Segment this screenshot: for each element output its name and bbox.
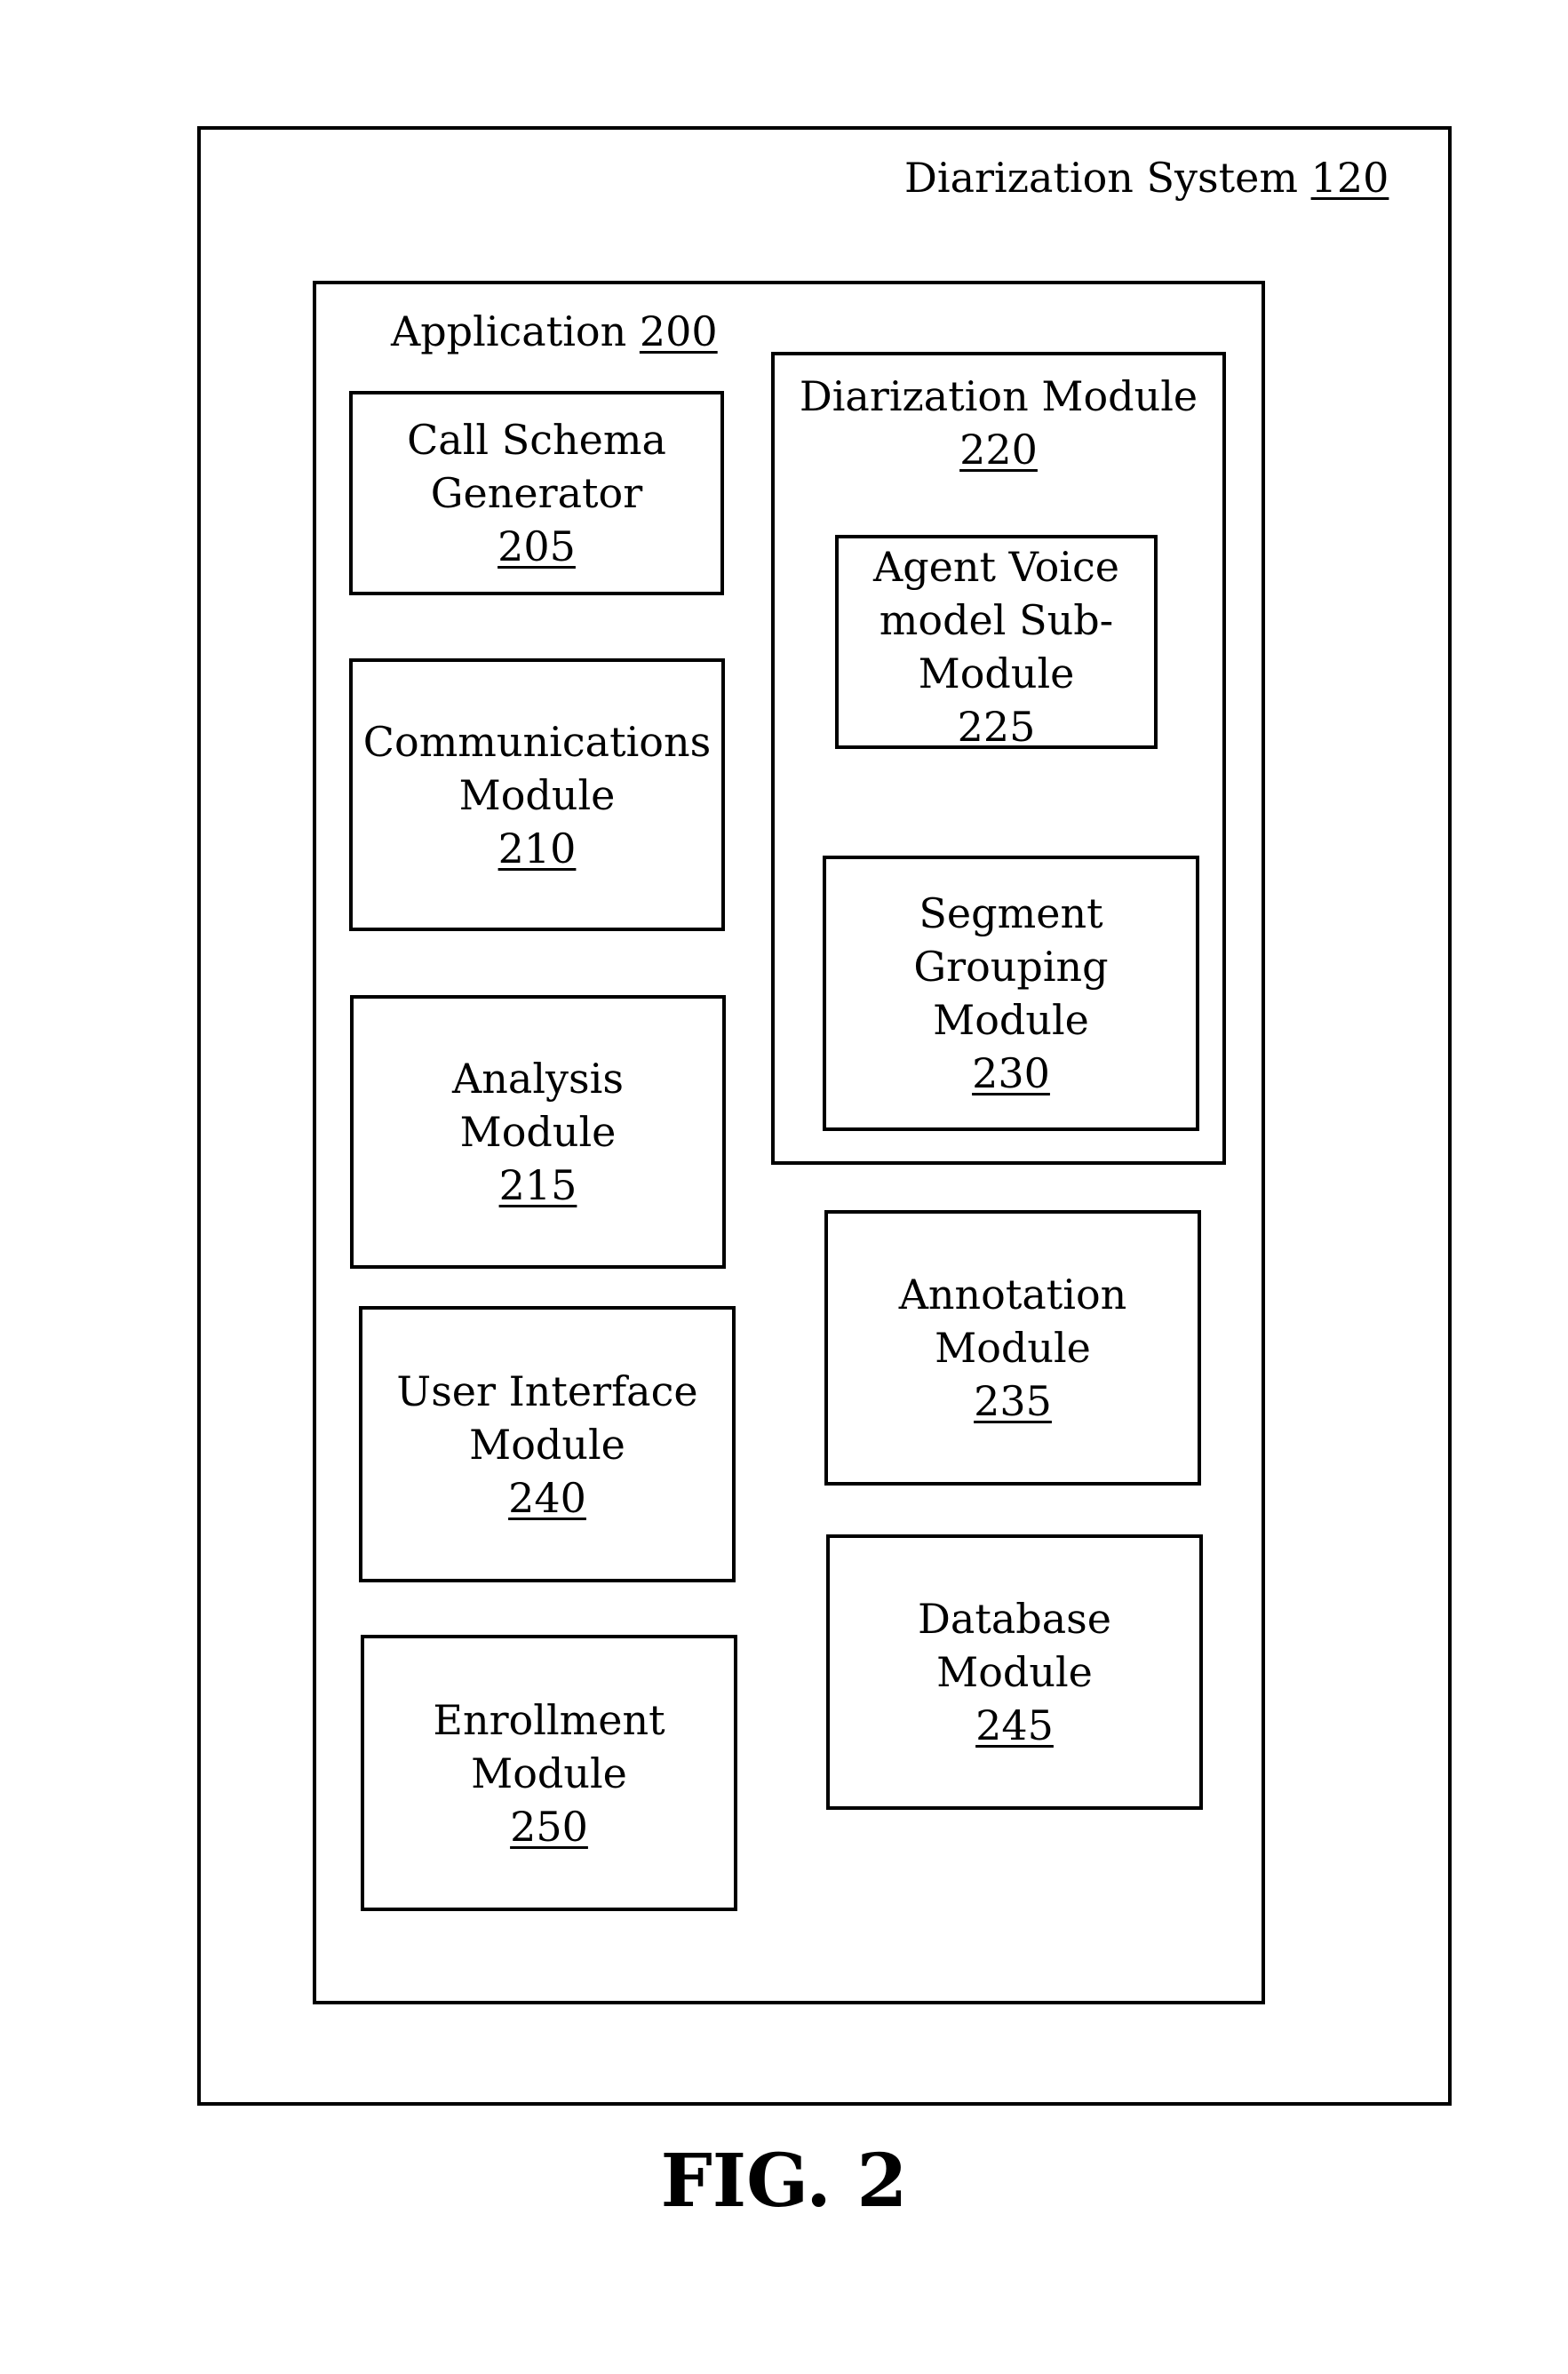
module-line: Module — [459, 769, 616, 822]
module-line: Module — [471, 1747, 627, 1800]
module-ref: 205 — [497, 520, 576, 573]
diarization-module-ref: 220 — [959, 426, 1038, 474]
module-line: Module — [933, 993, 1089, 1047]
module-line: Enrollment — [433, 1693, 665, 1747]
module-ref: 245 — [975, 1699, 1054, 1752]
module-ref: 225 — [958, 700, 1036, 753]
module-ref: 215 — [499, 1159, 577, 1212]
module-line: Database — [918, 1592, 1111, 1645]
module-line: Annotation — [899, 1268, 1127, 1321]
module-line: Module — [460, 1105, 617, 1159]
module-line: Communications — [363, 715, 711, 769]
database-module: Database Module 245 — [826, 1534, 1203, 1810]
module-line: Generator — [431, 466, 642, 520]
diarization-system-label: Diarization System 120 — [904, 151, 1389, 204]
module-ref: 250 — [510, 1800, 588, 1853]
module-ref: 210 — [498, 822, 577, 875]
application-title: Application — [391, 307, 626, 355]
module-ref: 235 — [974, 1374, 1052, 1428]
module-line: Grouping — [913, 940, 1108, 993]
module-line: Analysis — [452, 1052, 624, 1105]
diarization-system-title: Diarization System — [904, 154, 1298, 202]
annotation-module: Annotation Module 235 — [824, 1210, 1201, 1486]
module-ref: 230 — [972, 1047, 1050, 1100]
communications-module: Communications Module 210 — [349, 658, 725, 931]
module-line: Module — [936, 1645, 1093, 1699]
figure-label: FIG. 2 — [0, 2137, 1568, 2226]
diarization-module-label: Diarization Module 220 — [771, 370, 1226, 476]
application-ref: 200 — [640, 307, 718, 355]
module-line: Agent Voice — [873, 540, 1119, 594]
diarization-system-ref: 120 — [1311, 154, 1389, 202]
segment-grouping-module: Segment Grouping Module 230 — [823, 856, 1199, 1131]
diarization-module-title: Diarization Module — [800, 372, 1198, 420]
module-line: Call Schema — [407, 413, 666, 466]
module-line: User Interface — [396, 1365, 697, 1418]
module-line: model Sub- — [880, 594, 1113, 647]
module-line: Module — [919, 647, 1075, 700]
analysis-module: Analysis Module 215 — [350, 995, 726, 1269]
application-label: Application 200 — [391, 305, 718, 358]
module-line: Segment — [919, 887, 1102, 940]
enrollment-module: Enrollment Module 250 — [361, 1635, 737, 1911]
user-interface-module: User Interface Module 240 — [359, 1306, 736, 1582]
module-line: Module — [469, 1418, 625, 1471]
agent-voice-model-sub-module: Agent Voice model Sub- Module 225 — [835, 535, 1158, 749]
module-line: Module — [935, 1321, 1091, 1374]
module-ref: 240 — [508, 1471, 586, 1525]
call-schema-generator-module: Call Schema Generator 205 — [349, 391, 724, 595]
